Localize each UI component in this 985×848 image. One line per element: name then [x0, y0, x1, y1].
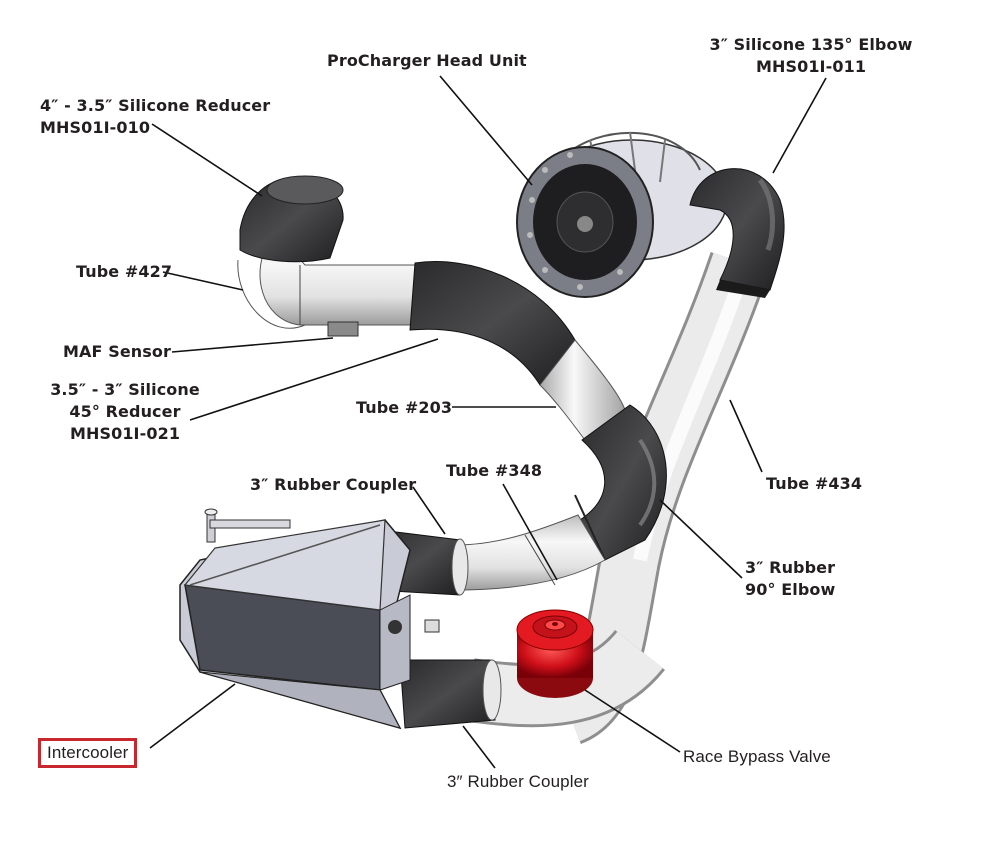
label-silicone-45-reducer: 3.5″ - 3″ Silicone 45° Reducer MHS01I-02… [50, 379, 200, 445]
leader-reducer-45 [189, 338, 439, 421]
label-silicone-reducer-4-35: 4″ - 3.5″ Silicone Reducer MHS01I-010 [40, 95, 270, 139]
leader-tube-427 [162, 271, 244, 291]
leader-coupler-bottom [462, 725, 496, 769]
label-tube-348: Tube #348 [446, 460, 542, 482]
maf-sensor [327, 321, 359, 337]
leader-reducer-4-35 [151, 123, 263, 197]
leader-bypass-valve [584, 689, 681, 753]
rubber-90-elbow [574, 404, 667, 561]
label-line: 4″ - 3.5″ Silicone Reducer [40, 96, 271, 115]
label-line: MAF Sensor [63, 342, 171, 361]
leader-head-unit [439, 75, 533, 186]
race-bypass-valve [516, 609, 594, 698]
part-number: MHS01I-010 [40, 118, 151, 137]
label-rubber-coupler-bottom: 3″ Rubber Coupler [447, 771, 589, 793]
label-line: 90° Elbow [745, 580, 836, 599]
label-line: ProCharger Head Unit [327, 51, 527, 70]
label-rubber-coupler-top: 3″ Rubber Coupler [250, 474, 416, 496]
label-line: Race Bypass Valve [683, 747, 831, 766]
label-line: 3″ Silicone 135° Elbow [709, 35, 913, 54]
part-number: MHS01I-021 [69, 424, 181, 443]
label-maf-sensor: MAF Sensor [63, 341, 171, 363]
leader-tube-434 [729, 399, 763, 473]
label-rubber-90-elbow: 3″ Rubber 90° Elbow [745, 557, 835, 601]
silicone-reducer-4-35 [239, 175, 344, 263]
label-line: 3″ Rubber Coupler [250, 475, 417, 494]
tube-348 [454, 514, 606, 591]
silicone-135-elbow [689, 168, 785, 298]
leader-elbow-90 [659, 499, 743, 579]
intercooler [179, 508, 440, 730]
leader-lines [149, 75, 827, 769]
part-number: MHS01I-011 [755, 57, 867, 76]
label-line: 3″ Rubber [745, 558, 836, 577]
label-line: 3″ Rubber Coupler [447, 772, 589, 791]
label-line: Tube #434 [766, 474, 863, 493]
label-line: Tube #348 [446, 461, 543, 480]
label-procharger-head-unit: ProCharger Head Unit [327, 50, 527, 72]
procharger-head-unit [516, 131, 728, 298]
label-race-bypass-valve: Race Bypass Valve [683, 746, 831, 768]
rubber-coupler-bottom [399, 659, 502, 729]
label-line: Tube #427 [76, 262, 173, 281]
label-tube-203: Tube #203 [356, 397, 452, 419]
label-line: 3.5″ - 3″ Silicone [50, 380, 200, 399]
leader-coupler-top [412, 486, 446, 535]
leader-elbow-135 [772, 77, 827, 174]
label-intercooler-highlighted: Intercooler [38, 738, 138, 768]
label-line: 45° Reducer [69, 402, 181, 421]
label-line: Intercooler [47, 743, 129, 762]
label-silicone-135-elbow: 3″ Silicone 135° Elbow MHS01I-011 [705, 34, 917, 78]
leader-maf [171, 337, 334, 353]
leader-tube-348 [502, 483, 558, 581]
label-tube-434: Tube #434 [766, 473, 862, 495]
label-tube-427: Tube #427 [76, 261, 172, 283]
leader-intercooler [149, 683, 236, 749]
label-line: Tube #203 [356, 398, 453, 417]
